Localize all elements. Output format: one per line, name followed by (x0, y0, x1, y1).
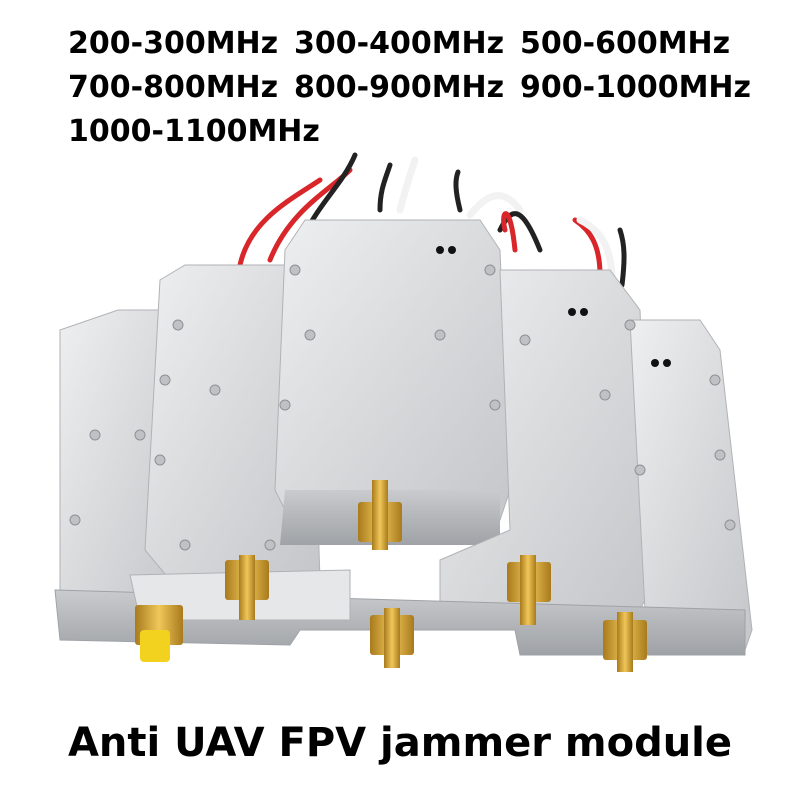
frequency-band: 800-900MHz (294, 70, 505, 105)
product-caption: Anti UAV FPV jammer module (67, 720, 733, 766)
module-top-center (274, 219, 511, 545)
frequency-band: 500-600MHz (520, 26, 731, 61)
frequency-band: 900-1000MHz (520, 70, 751, 105)
frequency-band: 1000-1100MHz (68, 114, 320, 149)
sma-connectors (135, 480, 647, 672)
frequency-row: 1000-1100MHz (68, 110, 788, 154)
module-right (629, 319, 753, 651)
frequency-band: 200-300MHz (68, 26, 279, 61)
jammer-modules-photo (54, 152, 753, 672)
frequency-band-list: 200-300MHz 300-400MHz 500-600MHz 700-800… (68, 22, 788, 154)
frequency-band: 300-400MHz (294, 26, 505, 61)
frequency-row: 700-800MHz 800-900MHz 900-1000MHz (68, 66, 788, 110)
screws (69, 264, 736, 551)
frequency-row: 200-300MHz 300-400MHz 500-600MHz (68, 22, 788, 66)
frequency-band: 700-800MHz (68, 70, 279, 105)
yellow-cap (140, 630, 170, 662)
